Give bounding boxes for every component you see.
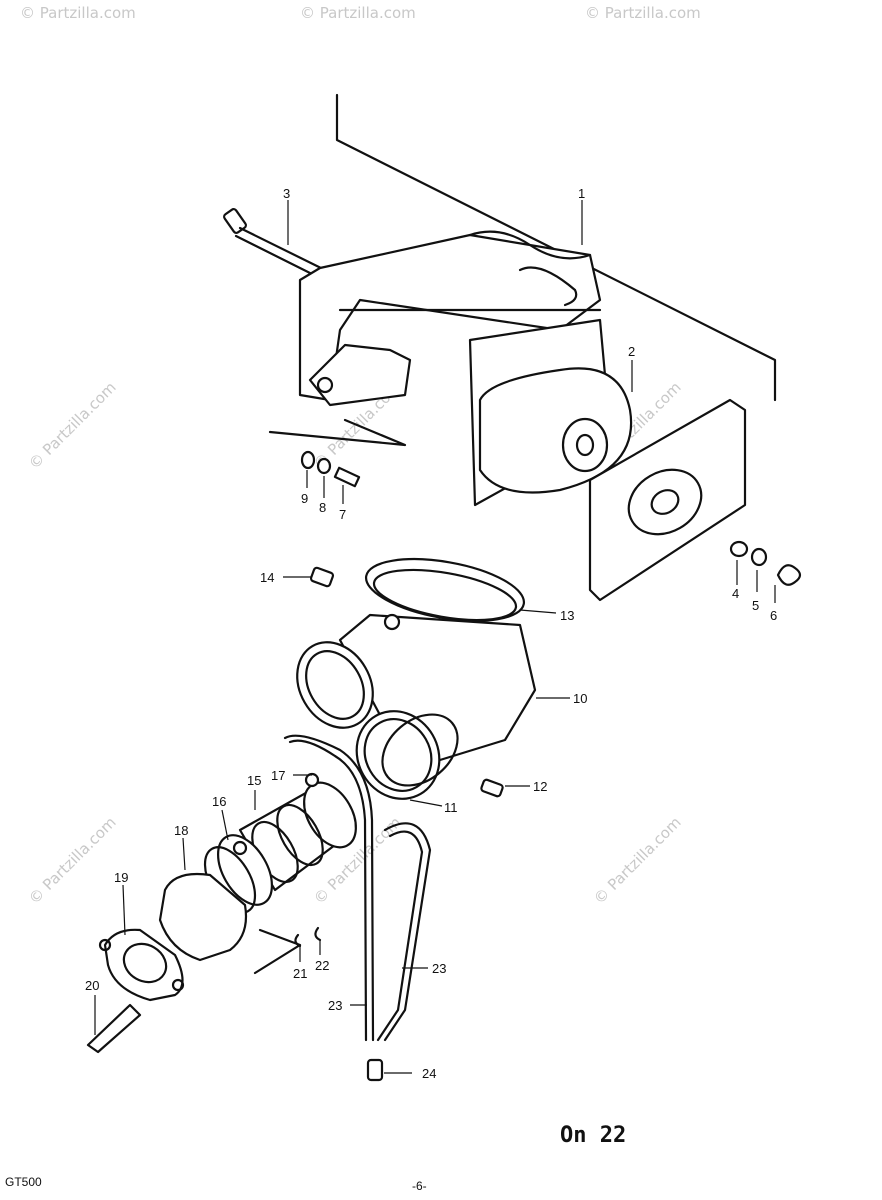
callout-labels: 1 2 3 4 5 6 7 8 9 10 11 12 13 14 15 16 1… bbox=[85, 186, 777, 1081]
watermark: © Partzilla.com bbox=[25, 813, 120, 908]
callout-17: 17 bbox=[271, 768, 285, 783]
callout-16: 16 bbox=[212, 794, 226, 809]
callout-6: 6 bbox=[770, 608, 777, 623]
part-intake-pipe bbox=[296, 558, 570, 807]
callout-15: 15 bbox=[247, 773, 261, 788]
callout-18: 18 bbox=[174, 823, 188, 838]
part-breather-hose bbox=[283, 734, 432, 1042]
callout-22: 22 bbox=[315, 958, 329, 973]
part-bolt bbox=[283, 566, 335, 588]
watermark: © Partzilla.com bbox=[25, 378, 120, 473]
callout-10: 10 bbox=[573, 691, 587, 706]
callout-2: 2 bbox=[628, 344, 635, 359]
watermark: © Partzilla.com bbox=[300, 4, 416, 22]
callout-12: 12 bbox=[533, 779, 547, 794]
part-filter-element bbox=[468, 318, 633, 507]
watermark: © Partzilla.com bbox=[20, 4, 136, 22]
part-cover-plate bbox=[588, 398, 747, 602]
callout-5: 5 bbox=[752, 598, 759, 613]
callout-20: 20 bbox=[85, 978, 99, 993]
watermark: © Partzilla.com bbox=[590, 813, 685, 908]
callout-11: 11 bbox=[444, 800, 458, 815]
callout-7: 7 bbox=[339, 507, 346, 522]
part-carb-joint bbox=[158, 772, 357, 962]
callout-1: 1 bbox=[578, 186, 585, 201]
part-hardware-set bbox=[729, 540, 802, 603]
callout-14: 14 bbox=[260, 570, 274, 585]
callout-19: 19 bbox=[114, 870, 128, 885]
callout-23: 23 bbox=[432, 961, 446, 976]
callout-4: 4 bbox=[732, 586, 739, 601]
part-clips bbox=[253, 926, 322, 975]
model-name: GT500 bbox=[5, 1175, 42, 1189]
callout-21: 21 bbox=[293, 966, 307, 981]
watermark: © Partzilla.com bbox=[585, 4, 701, 22]
drawing-number: On 22 bbox=[560, 1123, 626, 1148]
part-bolt bbox=[480, 778, 530, 798]
part-hardware-set bbox=[300, 450, 361, 504]
callout-13: 13 bbox=[560, 608, 574, 623]
part-plug bbox=[366, 1058, 412, 1082]
part-gasket bbox=[98, 884, 185, 1002]
part-stud bbox=[86, 995, 142, 1054]
callout-23: 23 bbox=[328, 998, 342, 1013]
part-bolt bbox=[223, 200, 327, 280]
footer: On 22 GT500 -6- bbox=[5, 1123, 626, 1193]
callout-24: 24 bbox=[422, 1066, 436, 1081]
callout-8: 8 bbox=[319, 500, 326, 515]
callout-3: 3 bbox=[283, 186, 290, 201]
callout-9: 9 bbox=[301, 491, 308, 506]
page-number: -6- bbox=[412, 1179, 427, 1193]
